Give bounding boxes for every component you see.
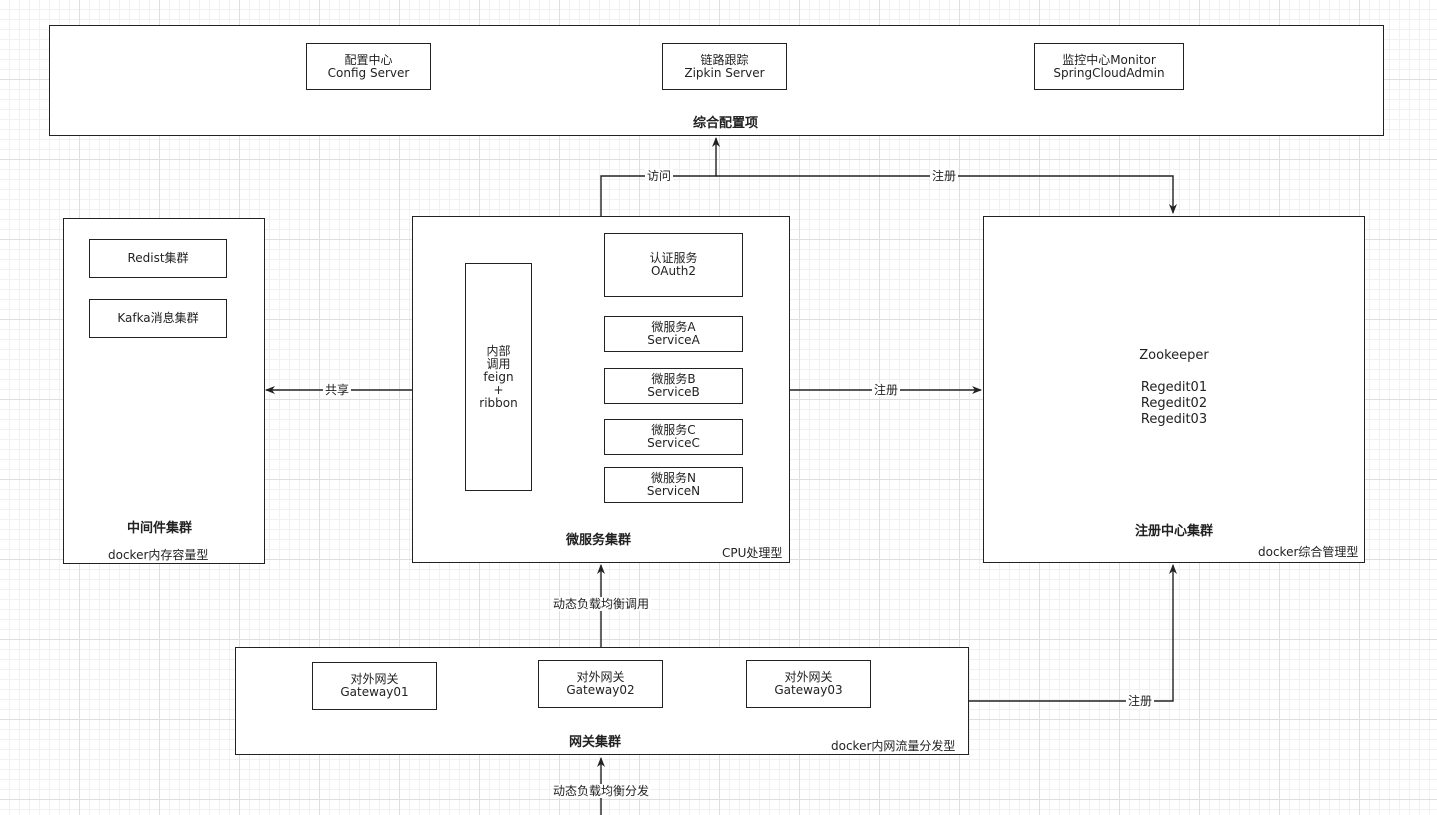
gateway-cluster-title: 网关集群 <box>569 735 622 750</box>
service-c-line1: 微服务C <box>651 423 696 437</box>
oauth-service-line1: 认证服务 <box>649 251 698 265</box>
gateway01-line1: 对外网关 <box>350 672 399 686</box>
internal-call-line4: + <box>493 382 504 397</box>
service-n-node[interactable]: 微服务N ServiceN <box>604 467 743 503</box>
regedit01-label: Regedit01 <box>1140 380 1208 395</box>
internal-call-line3: feign <box>483 369 514 384</box>
zookeeper-label: Zookeeper <box>1139 348 1209 363</box>
internal-call-line2: 调用 <box>486 356 511 371</box>
regedit03-label: Regedit03 <box>1140 412 1208 427</box>
registry-cluster-box[interactable] <box>983 216 1365 563</box>
service-a-node[interactable]: 微服务A ServiceA <box>604 316 743 352</box>
gateway03-line1: 对外网关 <box>784 670 833 684</box>
service-b-node[interactable]: 微服务B ServiceB <box>604 368 743 404</box>
service-a-line1: 微服务A <box>651 320 696 334</box>
service-b-line2: ServiceB <box>647 385 700 399</box>
edge-label-register-bottom: 注册 <box>1126 694 1155 708</box>
oauth-service-line2: OAuth2 <box>651 264 696 278</box>
service-b-line1: 微服务B <box>651 372 696 386</box>
edge-label-lb-distribute: 动态负载均衡分发 <box>551 784 652 798</box>
config-server-line2: Config Server <box>327 65 410 80</box>
kafka-cluster-label: Kafka消息集群 <box>117 311 199 325</box>
middleware-cluster-title: 中间件集群 <box>127 521 193 536</box>
gateway03-node[interactable]: 对外网关 Gateway03 <box>746 660 871 708</box>
gateway02-line1: 对外网关 <box>576 670 625 684</box>
redis-cluster-label: Redist集群 <box>127 251 189 265</box>
redis-cluster-node[interactable]: Redist集群 <box>89 239 227 278</box>
microservice-cluster-title: 微服务集群 <box>566 533 632 548</box>
zipkin-server-line1: 链路跟踪 <box>700 52 749 67</box>
config-cluster-title: 综合配置项 <box>693 116 759 131</box>
config-server-line1: 配置中心 <box>344 52 393 67</box>
edge-label-register-top: 注册 <box>930 169 959 183</box>
gateway02-line2: Gateway02 <box>566 683 635 697</box>
gateway03-line2: Gateway03 <box>774 683 843 697</box>
gateway02-node[interactable]: 对外网关 Gateway02 <box>538 660 663 708</box>
kafka-cluster-node[interactable]: Kafka消息集群 <box>89 299 227 338</box>
edge-label-visit: 访问 <box>645 169 674 183</box>
service-n-line2: ServiceN <box>646 484 701 498</box>
oauth-service-node[interactable]: 认证服务 OAuth2 <box>604 233 743 297</box>
internal-call-line1: 内部 <box>486 343 511 358</box>
edge-label-register-mid: 注册 <box>872 383 901 397</box>
config-server-node[interactable]: 配置中心 Config Server <box>306 43 431 90</box>
service-n-line1: 微服务N <box>651 471 696 485</box>
gateway01-node[interactable]: 对外网关 Gateway01 <box>312 662 437 710</box>
service-c-node[interactable]: 微服务C ServiceC <box>604 419 743 455</box>
registry-cluster-title: 注册中心集群 <box>1135 524 1214 539</box>
zipkin-server-node[interactable]: 链路跟踪 Zipkin Server <box>662 43 787 90</box>
internal-call-line5: ribbon <box>479 395 518 410</box>
monitor-node[interactable]: 监控中心Monitor SpringCloudAdmin <box>1034 43 1184 90</box>
service-c-line2: ServiceC <box>647 436 700 450</box>
registry-cluster-note: docker综合管理型 <box>1258 545 1359 559</box>
edge-register-bottom <box>968 564 1177 702</box>
zipkin-server-line2: Zipkin Server <box>684 65 765 80</box>
edge-register-top <box>716 175 1177 214</box>
monitor-line1: 监控中心Monitor <box>1062 52 1156 67</box>
service-a-line2: ServiceA <box>647 333 700 347</box>
gateway-cluster-note: docker内网流量分发型 <box>831 739 956 753</box>
microservice-cluster-note: CPU处理型 <box>722 546 783 560</box>
internal-call-node[interactable]: 内部 调用 feign + ribbon <box>465 263 532 491</box>
regedit02-label: Regedit02 <box>1140 396 1208 411</box>
middleware-cluster-note: docker内存容量型 <box>108 548 209 562</box>
gateway01-line2: Gateway01 <box>340 685 409 699</box>
monitor-line2: SpringCloudAdmin <box>1053 65 1165 80</box>
edge-label-lb-call: 动态负载均衡调用 <box>551 597 652 611</box>
registry-content: Zookeeper Regedit01 Regedit02 Regedit03 <box>983 348 1365 428</box>
edge-label-share: 共享 <box>323 383 352 397</box>
